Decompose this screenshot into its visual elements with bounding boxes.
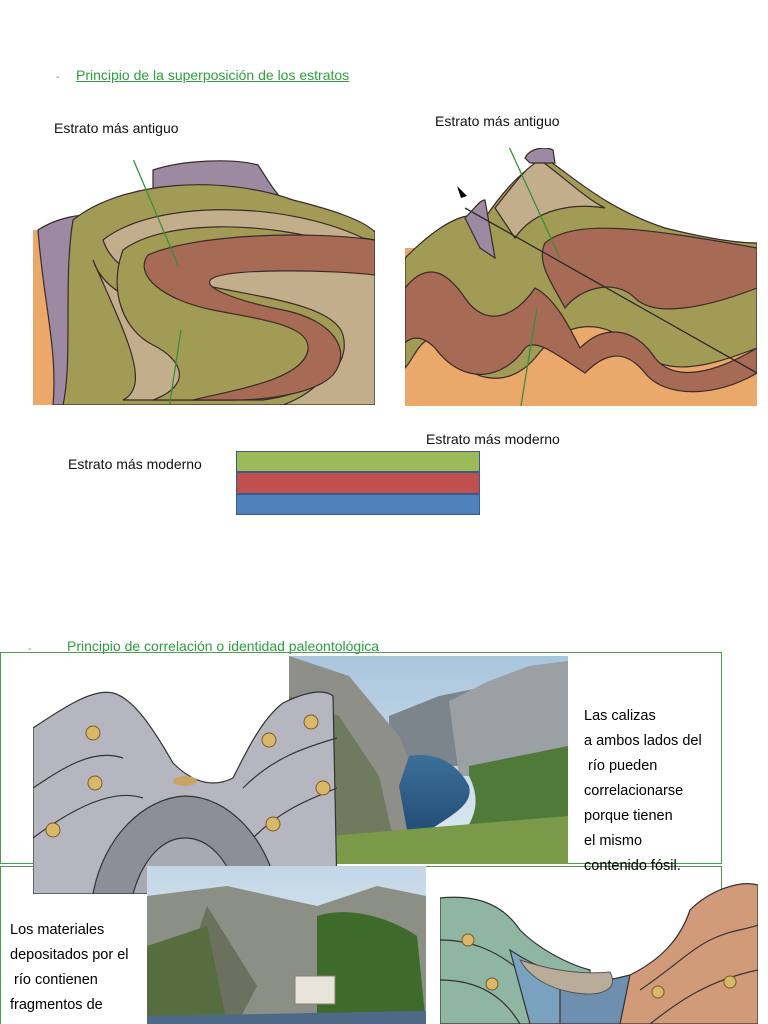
text-line: Las calizas (584, 708, 656, 724)
label-oldest-stratum-left: Estrato más antiguo (54, 120, 179, 136)
label-youngest-stratum-left: Estrato más moderno (68, 456, 202, 472)
section-title-superposition: Principio de la superposición de los est… (76, 67, 350, 83)
bullet-marker: - (56, 72, 60, 83)
label-oldest-stratum-right: Estrato más antiguo (435, 113, 560, 129)
stratum-bar-green (236, 451, 480, 472)
section-title-correlation: Principio de correlación o identidad pal… (67, 638, 380, 654)
river-deposit-diagram (440, 883, 758, 1024)
text-line: contenido fósil. (584, 858, 681, 874)
fold-diagram-left (33, 160, 375, 405)
text-line: río contienen (10, 972, 98, 988)
fold-diagram-right (405, 148, 757, 406)
stratum-bar-red (236, 472, 480, 494)
label-youngest-stratum-right: Estrato más moderno (426, 431, 560, 447)
limestone-correlation-diagram (33, 691, 337, 894)
text-line: correlacionarse (584, 783, 684, 799)
text-line: depositados por el (10, 947, 129, 963)
text-line: el mismo (584, 833, 643, 849)
text-line: a ambos lados del (584, 733, 702, 749)
correlation-paragraph: Las calizas a ambos lados del río pueden… (584, 704, 702, 879)
river-photo (147, 866, 426, 1024)
bullet-marker-2: - (28, 644, 32, 655)
stratum-bar-blue (236, 494, 480, 515)
river-paragraph: Los materiales depositados por el río co… (10, 918, 129, 1018)
text-line: Los materiales (10, 922, 105, 938)
text-line: fragmentos de (10, 997, 103, 1013)
text-line: río pueden (584, 758, 658, 774)
text-line: porque tienen (584, 808, 673, 824)
